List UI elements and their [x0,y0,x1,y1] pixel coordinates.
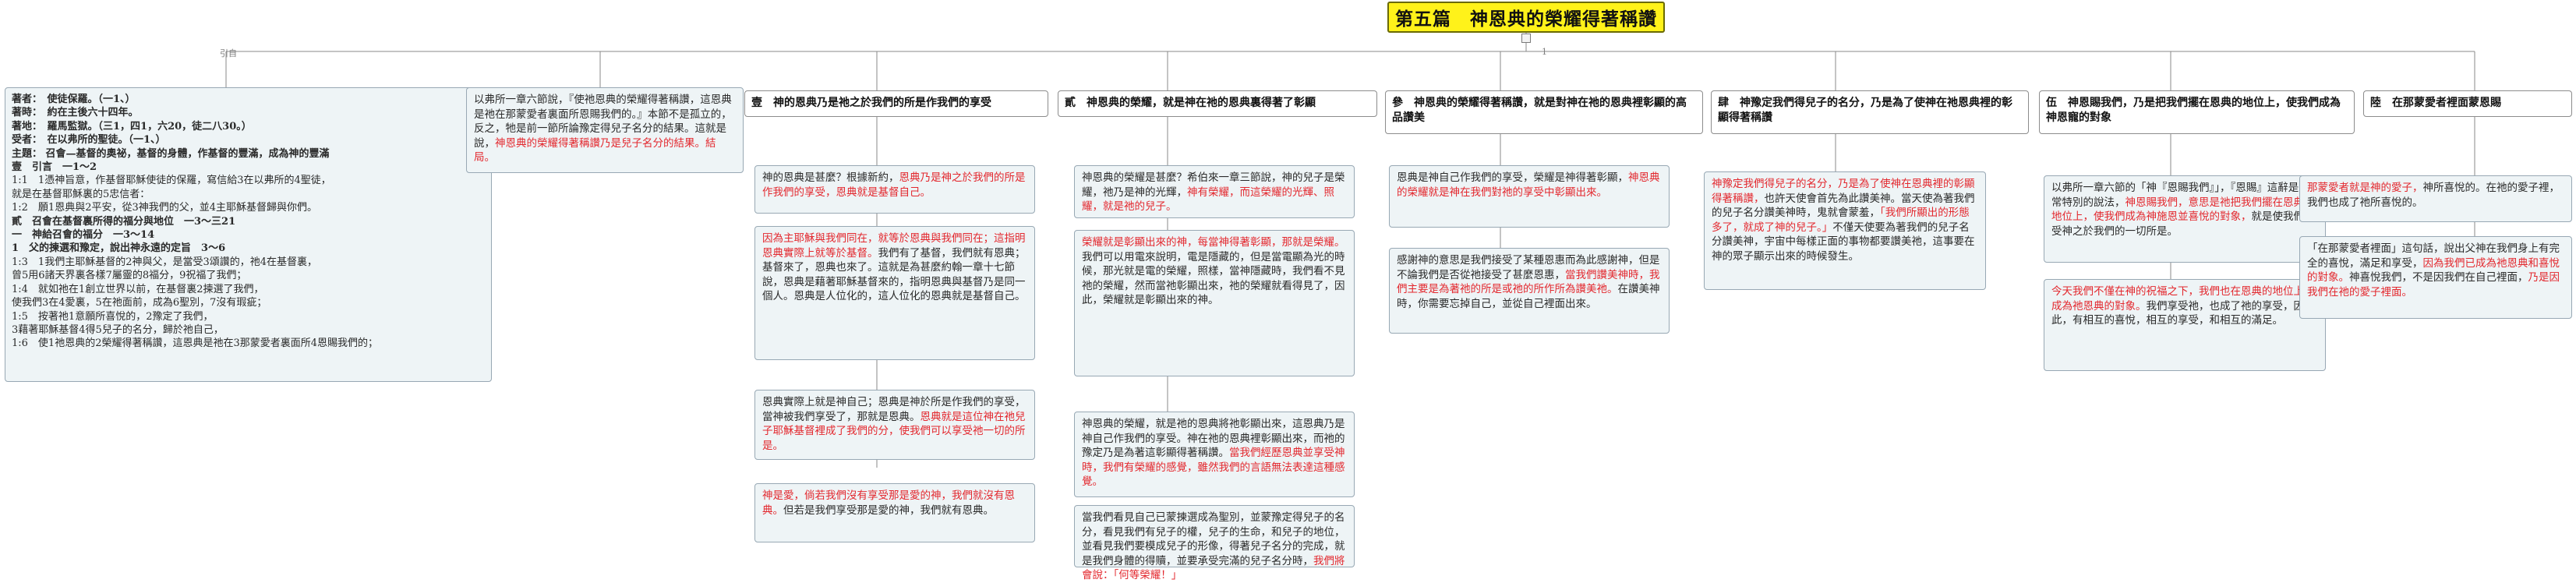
topic-3-label: 參 神恩典的榮耀得著稱讚，就是對神在祂的恩典裡彰顯的高品讚美 [1392,97,1687,124]
note-t3-enjoyment-seg-1: 神恩典的榮耀就是神在我們對祂的享受中彰顯出來。 [1397,171,1660,199]
note-t1-grace-is-christ[interactable]: 因為主耶穌與我們同在，就等於恩典與我們同在；這指明恩典實際上就等於基督。我們有了… [754,226,1035,360]
topic-4[interactable]: 肆 神豫定我們得兒子的名分，乃是為了使神在祂恩典裡的彰顯得著稱讚 [1711,90,2029,134]
branch-label-right: 1 [1542,47,1547,57]
note-t2-glory-definition[interactable]: 神恩典的榮耀是甚麼？希伯來一章三節說，神的兒子是榮耀，祂乃是神的光輝，神有榮耀，… [1074,165,1355,218]
outline-line: 1:3 1我們主耶穌基督的2神與父，是當受3頌讚的，祂4在基督裏， [12,256,318,268]
note-t3-praise-seg-1: 當我們讚美神時，我們主要是為著祂的所是或祂的所作所為讚美祂。 [1397,268,1660,296]
note-t2-glory-expressed-seg-1: 我們可以用電來說明，電是隱藏的，但是當電顯為光的時候，那光就是電的榮耀，照樣，當… [1082,250,1345,307]
note-t5-object-of-grace[interactable]: 今天我們不僅在神的祝福之下，我們也在恩典的地位上，成為祂恩典的對象。我們享受祂，… [2044,279,2326,371]
topic-5-label: 伍 神恩賜我們，乃是把我們擺在恩典的地位上，使我們成為神恩寵的對象 [2046,97,2341,124]
note-t2-glory-definition-seg-0: 神恩典的榮耀是甚麼？希伯來一章三節說，神的兒子是榮耀，祂乃是神的光輝， [1082,171,1345,199]
intro-note-seg-1: 神恩典的榮耀得著稱讚乃是兒子名分的結果。結局。 [474,136,716,164]
note-t3-praise-seg-2: 在讚美神時，你需要忘掉自己，並從自己裡面出來。 [1397,283,1660,310]
note-t6-beloved-son[interactable]: 那蒙愛者就是神的愛子，神所喜悅的。在祂的愛子裡，我們也成了祂所喜悅的。 [2299,175,2572,222]
note-t4-sonship-praise[interactable]: 神豫定我們得兒子的名分，乃是為了使神在恩典裡的彰顯得著稱讚，也許天使會首先為此讚… [1704,171,1986,290]
outline-line: 使我們3在4愛裏，5在祂面前，成為6聖別，7沒有瑕疵； [12,297,267,309]
branch-label-left: 引自 [220,48,237,58]
note-t6-in-the-beloved-seg-0: 「在那蒙愛者裡面」這句話，說出父神在我們身上有完全的喜悅，滿足和享受， [2307,242,2560,270]
note-t5-graced-us[interactable]: 以弗所一章六節的「神『恩賜我們』」，『恩賜』這辭是非常特別的說法，神恩賜我們，意… [2044,175,2326,263]
note-t3-praise[interactable]: 感謝神的意思是我們接受了某種恩惠而為此感謝神，但是不論我們是否從祂接受了甚麼恩惠… [1389,248,1670,334]
note-t3-enjoyment-seg-0: 恩典是神自己作我們的享受，榮耀是神得著彰顯， [1397,171,1628,184]
topic-1[interactable]: 壹 神的恩典乃是祂之於我們的所是作我們的享受 [744,90,1048,117]
note-t6-beloved-son-seg-0: 那蒙愛者就是神的愛子， [2307,182,2423,194]
intro-note[interactable]: 以弗所一章六節說，『使祂恩典的榮耀得著稱讚，這恩典是祂在那蒙愛者裏面所恩賜我們的… [466,87,744,173]
outline-line: 就是在基督耶穌裏的5忠信者： [12,188,150,200]
note-t6-in-the-beloved-seg-1: 因為我們已成為祂恩典和喜悅的對象。 [2307,256,2560,284]
outline-line: 1:4 就如祂在1創立世界以前，在基督裏2揀選了我們， [12,283,264,295]
note-t1-grace-definition-seg-1: 恩典乃是神之於我們的所是作我們的享受，恩典就是基督自己。 [762,171,1026,199]
outline-line: 著時： 約在主後六十四年。 [12,107,139,119]
collapse-toggle-icon[interactable] [1521,34,1531,43]
note-t6-in-the-beloved-seg-2: 神喜悅我們，不是因我們在自己裡面， [2349,271,2528,284]
note-t6-in-the-beloved-seg-3: 乃是因我們在祂的愛子裡面。 [2307,271,2560,299]
note-t1-god-is-love-seg-1: 但若是我們享受那是愛的神，我們就有恩典。 [783,504,994,517]
note-t1-grace-definition-seg-0: 神的恩典是甚麼？根據新約， [762,171,899,184]
outline-line: 3藉著耶穌基督4得5兒子的名分，歸於祂自己， [12,323,224,336]
topic-4-label: 肆 神豫定我們得兒子的名分，乃是為了使神在祂恩典裡的彰顯得著稱讚 [1718,97,2012,124]
note-t2-glory-definition-seg-1: 神有榮耀，而這榮耀的光輝、照耀，就是祂的兒子。 [1082,186,1334,214]
outline-line: 1:2 願1恩典與2平安，從3神我們的父，並4主耶穌基督歸與你們。 [12,202,318,214]
note-t6-in-the-beloved[interactable]: 「在那蒙愛者裡面」這句話，說出父神在我們身上有完全的喜悅，滿足和享受，因為我們已… [2299,236,2572,319]
outline-line: 主題： 召會—基督的奧祕，基督的身體，作基督的豐滿，成為神的豐滿 [12,147,330,160]
note-t4-sonship-praise-seg-0: 神豫定我們得兒子的名分，乃是為了使神在恩典裡的彰顯得著稱讚， [1712,178,1975,205]
outline-line: 壹 引言 一1～2 [12,161,97,174]
outline-line: 1:5 按著祂1意願所喜悅的，2豫定了我們， [12,310,214,323]
note-t4-sonship-praise-seg-2: 「我們所顯出的形態多了，就成了神的兒子。」 [1712,207,1970,234]
outline-line: 曾5用6諸天界裏各樣7屬靈的8福分，9祝福了我們； [12,270,247,282]
topic-6-label: 陸 在那蒙愛者裡面蒙恩賜 [2370,97,2501,109]
root-title: 第五篇 神恩典的榮耀得著稱讚 [1395,9,1657,30]
outline-line: 著地： 羅馬監獄。（三1，四1，六20，徒二八30。） [12,120,252,132]
outline-line: 1:6 使1祂恩典的2榮耀得著稱讚，這恩典是祂在3那蒙愛者裏面所4恩賜我們的； [12,337,379,350]
note-t1-grace-is-god-seg-1: 恩典就是這位神在祂兒子耶穌基督裡成了我們的分，使我們可以享受祂一切的所是。 [762,410,1026,452]
outline-line: 著者： 使徒保羅。（一1、） [12,94,136,105]
topic-5[interactable]: 伍 神恩賜我們，乃是把我們擺在恩典的地位上，使我們成為神恩寵的對象 [2039,90,2355,134]
note-t2-glory-of-grace[interactable]: 神恩典的榮耀，就是祂的恩典將祂彰顯出來，這恩典乃是神自己作我們的享受。神在祂的恩… [1074,412,1355,497]
note-t4-sonship-praise-seg-1: 也許天使會首先為此讚美神。當天使為著我們的兒子名分讚美神時，鬼就會蒙羞， [1712,192,1975,220]
note-t1-grace-is-god-seg-0: 恩典實際上就是神自己；恩典是神於所是作我們的享受，當神被我們享受了，那就是恩典。 [762,396,1026,423]
topic-6[interactable]: 陸 在那蒙愛者裡面蒙恩賜 [2363,90,2572,117]
topic-3[interactable]: 參 神恩典的榮耀得著稱讚，就是對神在祂的恩典裡彰顯的高品讚美 [1385,90,1703,134]
topic-1-label: 壹 神的恩典乃是祂之於我們的所是作我們的享受 [751,97,991,109]
note-t5-graced-us-seg-2: 就是使我們享受神之於我們的一切所是。 [2051,210,2315,238]
outline-line: 受者： 在以弗所的聖徒。（一1、） [12,134,166,147]
note-t5-graced-us-seg-1: 神恩賜我們，意思是祂把我們擺在恩典的地位上，使我們成為神施恩並喜悅的對象， [2051,196,2315,224]
note-t5-object-of-grace-seg-1: 我們享受祂，也成了祂的享受，因此，有相互的喜悅，相互的享受，和相互的滿足。 [2051,299,2304,327]
note-t1-grace-is-christ-seg-1: 我們有了基督，我們就有恩典；基督來了，恩典也來了。這就是為甚麼約翰一章十七節說，… [762,246,1026,303]
note-t2-how-glorious[interactable]: 當我們看見自己已蒙揀選成為聖別，並蒙豫定得兒子的名分，看見我們有兒子的權，兒子的… [1074,505,1355,581]
outline-line: 貳 召會在基督裏所得的福分與地位 一3～三21 [12,215,236,228]
note-t1-grace-definition[interactable]: 神的恩典是甚麼？根據新約，恩典乃是神之於我們的所是作我們的享受，恩典就是基督自己… [754,165,1035,214]
note-t5-graced-us-seg-0: 以弗所一章六節的「神『恩賜我們』」，『恩賜』這辭是非常特別的說法， [2051,182,2309,209]
note-t2-glory-expressed[interactable]: 榮耀就是彰顯出來的神，每當神得著彰顯，那就是榮耀。我們可以用電來說明，電是隱藏的… [1074,230,1355,376]
outline-line: 1:1 1憑神旨意，作基督耶穌使徒的保羅，寫信給3在以弗所的4聖徒， [12,175,331,187]
note-t2-glory-of-grace-seg-1: 當我們經歷恩典並享受神時，我們有榮耀的感覺，雖然我們的言語無法表達這種感覺。 [1082,447,1345,488]
topic-2[interactable]: 貳 神恩典的榮耀，就是神在祂的恩典裏得著了彰顯 [1058,90,1377,117]
note-t2-how-glorious-seg-0: 當我們看見自己已蒙揀選成為聖別，並蒙豫定得兒子的名分，看見我們有兒子的權，兒子的… [1082,511,1345,567]
root-topic[interactable]: 第五篇 神恩典的榮耀得著稱讚 [1387,2,1665,33]
outline-line: 一 神給召會的福分 一3～14 [12,229,155,242]
note-t4-sonship-praise-seg-3: 不僅天使要為著我們的兒子名分讚美神，宇宙中每樣正面的事物都要讚美祂，這事要在神的… [1712,221,1975,263]
note-t5-object-of-grace-seg-0: 今天我們不僅在神的祝福之下，我們也在恩典的地位上，成為祂恩典的對象。 [2051,285,2315,313]
note-t3-praise-seg-0: 感謝神的意思是我們接受了某種恩惠而為此感謝神，但是不論我們是否從祂接受了甚麼恩惠… [1397,254,1660,281]
note-t1-grace-is-god[interactable]: 恩典實際上就是神自己；恩典是神於所是作我們的享受，當神被我們享受了，那就是恩典。… [754,390,1035,460]
book-outline-box[interactable]: 著者： 使徒保羅。（一1、） 著時： 約在主後六十四年。著地： 羅馬監獄。（三1，… [5,87,492,382]
note-t6-beloved-son-seg-1: 神所喜悅的。在祂的愛子裡，我們也成了祂所喜悅的。 [2307,182,2560,209]
note-t1-god-is-love[interactable]: 神是愛，倘若我們沒有享受那是愛的神，我們就沒有恩典。但若是我們享受那是愛的神，我… [754,483,1035,542]
outline-line: 1 父的揀選和豫定，說出神永遠的定旨 3～6 [12,242,226,255]
note-t1-grace-is-christ-seg-0: 因為主耶穌與我們同在，就等於恩典與我們同在；這指明恩典實際上就等於基督。 [762,232,1026,260]
intro-note-seg-0: 以弗所一章六節說，『使祂恩典的榮耀得著稱讚，這恩典是祂在那蒙愛者裏面所恩賜我們的… [474,94,732,150]
note-t2-glory-of-grace-seg-0: 神恩典的榮耀，就是祂的恩典將祂彰顯出來，這恩典乃是神自己作我們的享受。神在祂的恩… [1082,418,1345,459]
note-t3-enjoyment[interactable]: 恩典是神自己作我們的享受，榮耀是神得著彰顯，神恩典的榮耀就是神在我們對祂的享受中… [1389,165,1670,228]
topic-2-label: 貳 神恩典的榮耀，就是神在祂的恩典裏得著了彰顯 [1065,97,1316,109]
note-t1-god-is-love-seg-0: 神是愛，倘若我們沒有享受那是愛的神，我們就沒有恩典。 [762,489,1015,517]
note-t2-glory-expressed-seg-0: 榮耀就是彰顯出來的神，每當神得著彰顯，那就是榮耀。 [1082,236,1345,249]
